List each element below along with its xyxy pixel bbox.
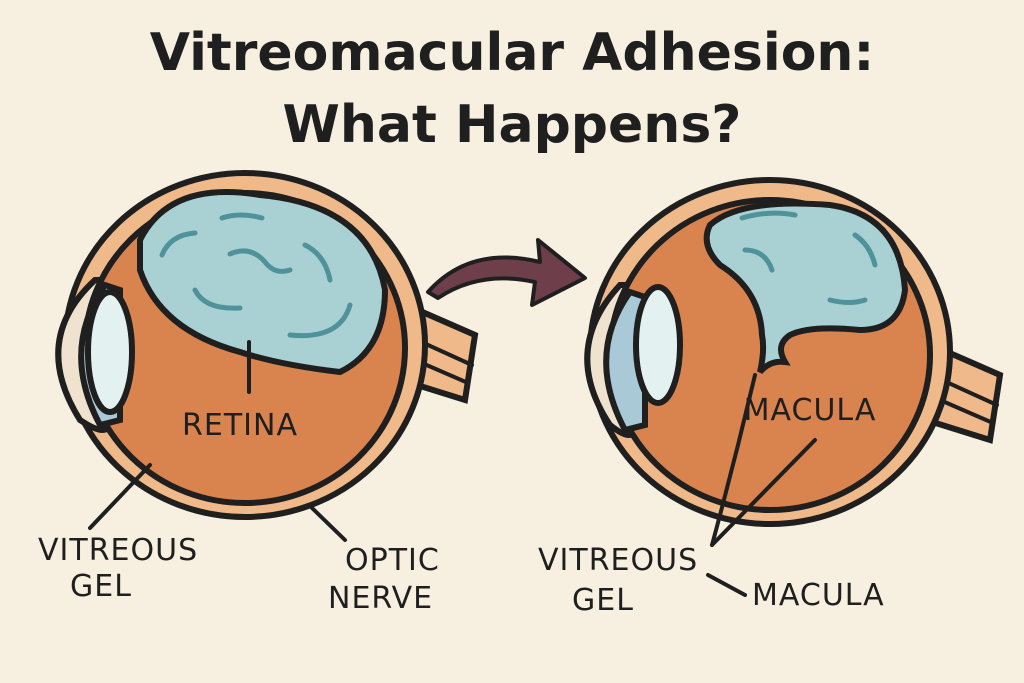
label-optic-1: OPTIC <box>345 543 440 578</box>
right-eye <box>584 177 1004 597</box>
label-retina: RETINA <box>182 408 298 443</box>
left-vitreous-gel <box>137 189 389 376</box>
label-vitreous-right-1: VITREOUS <box>538 543 698 578</box>
left-lens <box>85 289 135 415</box>
title-line2: What Happens? <box>283 95 742 155</box>
right-vitreous-gel <box>703 200 909 375</box>
right-lens <box>633 284 683 406</box>
left-eye <box>55 170 479 542</box>
label-vitreous-right-2: GEL <box>572 583 634 618</box>
arrow-icon <box>426 238 587 307</box>
label-macula-inner: MACULA <box>744 393 877 428</box>
title-line1: Vitreomacular Adhesion: <box>150 23 875 83</box>
label-optic-2: NERVE <box>328 581 433 616</box>
label-macula-outer: MACULA <box>752 578 885 613</box>
label-vitreous-left-2: GEL <box>70 569 132 604</box>
label-vitreous-left-1: VITREOUS <box>38 533 198 568</box>
